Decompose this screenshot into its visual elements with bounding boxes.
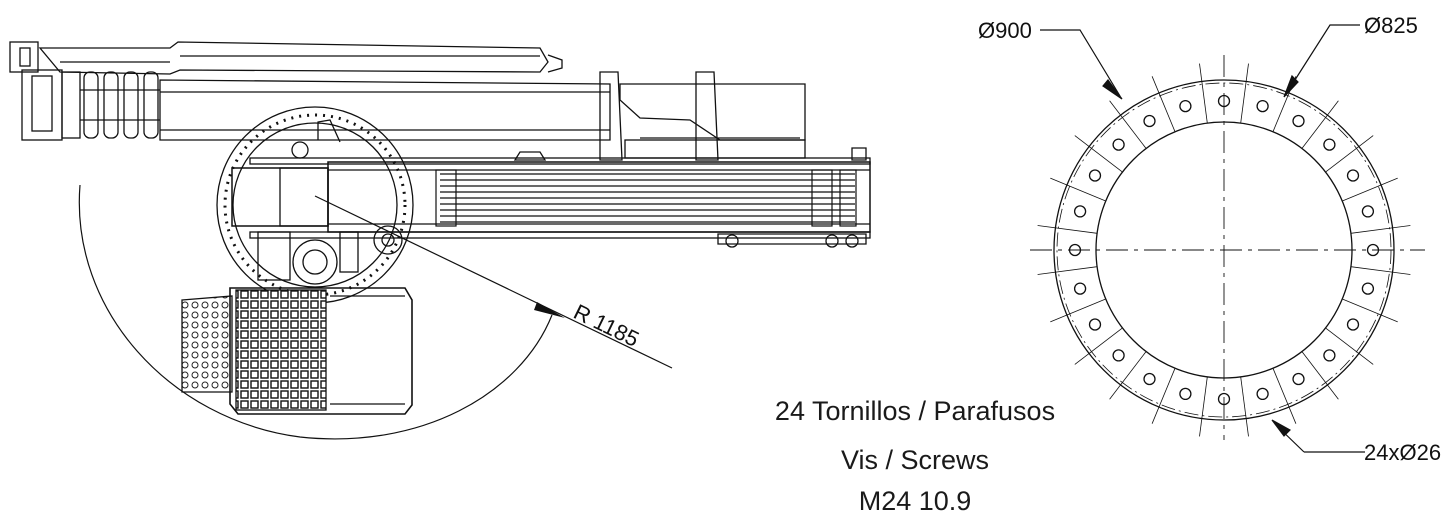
reach-arc [78,184,553,440]
upper-arm [9,41,611,141]
main-boom [231,147,871,248]
bolt-hole [1179,387,1192,401]
robot-side-view [9,41,871,440]
outer-diameter-label: Ø900 [978,18,1032,43]
holes-label: 24xØ26 [1364,440,1441,465]
bolt-tick-line [1350,266,1411,275]
screw-note-line3: M24 10.9 [858,486,972,516]
bolt-hole [1256,99,1269,113]
bolt-tick-line [1342,177,1398,202]
bolt-hole [1361,282,1375,295]
bolt-hole [1068,243,1082,257]
screw-note-line1: 24 Tornillos / Parafusos [774,396,1056,426]
bolt-hole [1143,372,1156,386]
mounting-flange [1030,55,1425,440]
bolt-hole [1217,392,1231,406]
rotary-base [216,106,414,304]
bolt-tick-line [1050,177,1106,202]
bolt-hole [1143,114,1156,128]
bolt-tick-line [1325,135,1374,173]
bolt-tick-line [1240,376,1249,437]
bolt-tick-line [1199,63,1208,124]
bolt-hole [1323,349,1336,362]
bolt-circle-label: Ø825 [1364,13,1418,38]
bolt-hole [1256,387,1269,401]
bolt-tick-line [1074,135,1123,173]
bolt-tick-line [1199,376,1208,437]
cable-bundle [435,169,857,227]
bolt-holes [1037,63,1411,437]
bolt-tick-line [1272,368,1297,424]
bolt-tick-line [1074,327,1123,365]
bolt-hole [1346,169,1360,182]
bolt-tick-line [1037,266,1098,275]
bolt-hole [1112,349,1125,362]
bolt-hole [1112,138,1125,151]
bolt-hole [1073,205,1087,218]
radius-label: R 1185 [570,299,643,352]
bolt-tick-line [1301,100,1339,149]
bolt-hole [1073,282,1087,295]
bolt-hole [1292,114,1305,128]
bolt-tick-line [1109,351,1147,400]
bolt-tick-line [1151,368,1176,424]
bolt-tick-line [1050,298,1106,323]
bolt-hole [1323,138,1336,151]
bolt-hole [1366,243,1380,257]
bolt-hole [1361,205,1375,218]
bolt-hole [1179,99,1192,113]
bolt-hole [1292,372,1305,386]
flange-dimensions [1040,24,1365,453]
bolt-hole [1346,318,1360,331]
bolt-tick-line [1325,327,1374,365]
bolt-tick-line [1301,351,1339,400]
screw-note-line2: Vis / Screws [840,445,990,475]
support-plate [599,71,806,161]
bolt-tick-line [1350,225,1411,234]
bolt-hole [1217,94,1231,108]
wrist-stack [21,69,160,141]
bolt-hole [1088,169,1102,182]
counterweight-block [181,287,413,415]
bolt-tick-line [1151,76,1176,132]
bolt-tick-line [1240,63,1249,124]
bolt-tick-line [1342,298,1398,323]
bolt-hole [1088,318,1102,331]
bolt-tick-line [1037,225,1098,234]
bolt-tick-line [1109,100,1147,149]
